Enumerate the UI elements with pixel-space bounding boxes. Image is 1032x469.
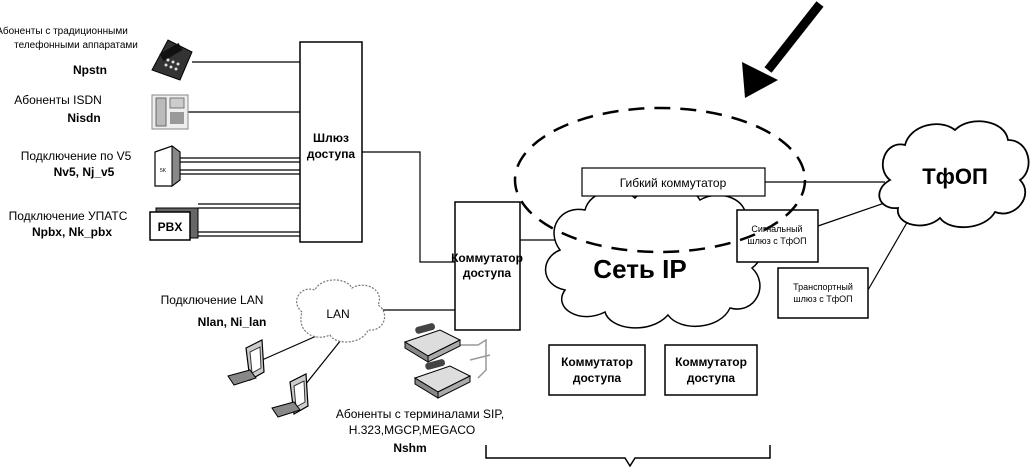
ip-network-label: Сеть IP: [593, 254, 686, 284]
gateway-label-1: Шлюз: [313, 131, 349, 145]
pointer-arrow: [742, 1, 824, 98]
sip-phone-icon: [403, 323, 462, 363]
connection-lines: [180, 61, 921, 386]
transport-gateway-label-2: шлюз с ТфОП: [793, 294, 852, 304]
access-gateway-box: [299, 41, 363, 243]
v5-connection-label: Подключение по V5: [21, 149, 132, 163]
bottom-brace: [485, 445, 771, 468]
v5-connection-code: Nv5, Nj_v5: [54, 165, 115, 179]
pstn-cloud: [878, 120, 1030, 229]
access-switch-2-label-1: Коммутатор: [561, 355, 633, 369]
sip-subscribers-line2: H.323,MGCP,MEGACO: [349, 423, 475, 437]
pstn-subscribers-line1: Абоненты с традиционными: [0, 25, 128, 37]
access-switch-3-box: [664, 344, 758, 396]
signal-gateway-label-2: шлюз с ТфОП: [747, 236, 806, 246]
pbx-connection-label: Подключение УПАТС: [9, 209, 128, 223]
access-switch-2-label-2: доступа: [573, 371, 622, 385]
pstn-subscribers-line2: телефонными аппаратами: [14, 39, 138, 51]
transport-gateway-label-1: Транспортный: [793, 282, 853, 292]
isdn-subscribers-label: Абоненты ISDN: [14, 93, 102, 107]
access-switch-main-box: [454, 201, 521, 331]
telephone-icon: [151, 39, 193, 81]
v5-icon-text: 5K: [160, 168, 167, 174]
pc-icon: [271, 373, 309, 418]
access-switch-main-label-1: Коммутатор: [451, 251, 523, 265]
lan-connection-label: Подключение LAN: [161, 293, 264, 307]
isdn-phone-icon: [151, 94, 189, 130]
sip-phone-lines: [458, 338, 491, 379]
pstn-subscribers-code: Npstn: [73, 63, 107, 77]
access-switch-3-label-1: Коммутатор: [675, 355, 747, 369]
transport-gateway-box: [777, 267, 869, 319]
lan-connection-code: Nlan, Ni_lan: [198, 315, 267, 329]
softswitch-label: Гибкий коммутатор: [620, 176, 727, 190]
pbx-icon: PBX: [149, 207, 199, 241]
v5-device-icon: 5K: [154, 145, 181, 187]
pstn-cloud-label: ТфОП: [922, 164, 988, 189]
sip-phone-icon: [413, 359, 472, 399]
sip-subscribers-code: Nshm: [393, 441, 426, 455]
lan-cloud-label: LAN: [326, 307, 349, 321]
lan-cloud: [296, 279, 386, 343]
softswitch-highlight-ellipse: [513, 106, 807, 254]
sip-subscribers-line1: Абоненты с терминалами SIP,: [336, 407, 504, 421]
pbx-connection-code: Npbx, Nk_pbx: [32, 225, 112, 239]
pbx-box-label: PBX: [158, 220, 183, 234]
softswitch-box: [581, 167, 766, 197]
access-switch-3-label-2: доступа: [687, 371, 736, 385]
signal-gateway-label-1: Сигнальный: [751, 224, 802, 234]
access-switch-main-label-2: доступа: [463, 266, 512, 280]
pc-icon: [227, 339, 265, 386]
access-switch-2-box: [548, 344, 646, 396]
gateway-label-2: доступа: [307, 147, 356, 161]
isdn-subscribers-code: Nisdn: [67, 111, 100, 125]
